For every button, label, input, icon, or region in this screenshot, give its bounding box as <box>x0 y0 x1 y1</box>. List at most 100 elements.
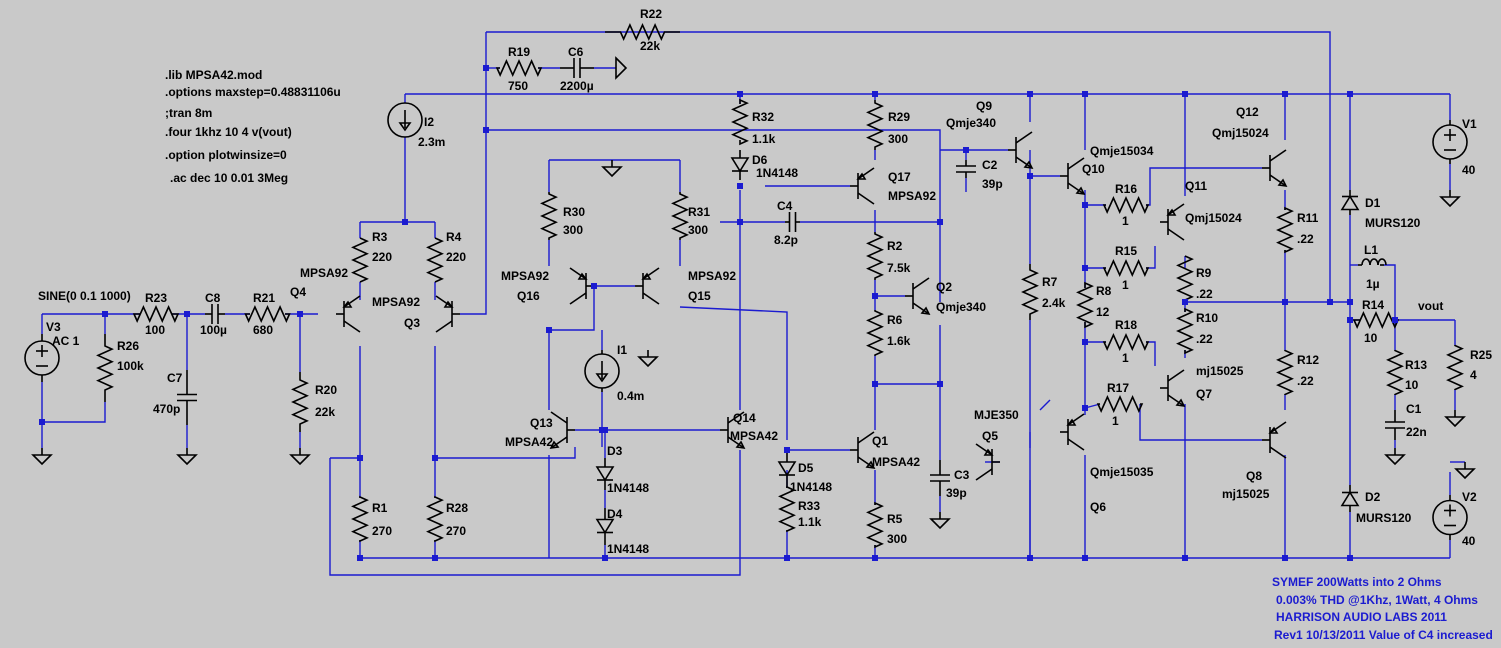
r32-value: 1.1k <box>752 132 776 146</box>
directive-ac: .ac dec 10 0.01 3Meg <box>170 171 288 185</box>
q6-value: Qmje15035 <box>1090 465 1154 479</box>
directive-tran: ;tran 8m <box>165 106 212 120</box>
v1-ref: V1 <box>1462 117 1477 131</box>
r22-symbol <box>605 23 680 41</box>
d3-value: 1N4148 <box>607 481 649 495</box>
r8-ref: R8 <box>1096 284 1112 298</box>
q3-symbol <box>435 295 460 333</box>
q2-symbol <box>905 277 931 316</box>
v2-symbol <box>1432 495 1468 540</box>
q11-ref: Q11 <box>1185 179 1207 193</box>
c4-symbol <box>785 212 800 232</box>
c2-symbol <box>956 160 976 178</box>
r4-ref: R4 <box>446 230 462 244</box>
q4-symbol <box>336 295 361 333</box>
c7-value: 470p <box>153 402 180 416</box>
directive-plotwinsize: .option plotwinsize=0 <box>165 148 287 162</box>
l1-value: 1µ <box>1366 277 1380 291</box>
q13-value: MPSA42 <box>505 435 553 449</box>
q16-symbol <box>569 267 594 305</box>
note-lab: HARRISON AUDIO LABS 2011 <box>1276 610 1447 624</box>
r7-value: 2.4k <box>1042 296 1066 310</box>
c4-value: 8.2p <box>774 233 798 247</box>
q11-value: Qmj15024 <box>1185 211 1242 225</box>
q13-symbol <box>549 411 575 450</box>
d2-value: MURS120 <box>1356 511 1412 525</box>
r17-ref: R17 <box>1107 381 1129 395</box>
r21-symbol <box>244 305 291 323</box>
r4-value: 220 <box>446 250 466 264</box>
q8-ref: Q8 <box>1246 469 1262 483</box>
q6-symbol <box>1060 413 1085 451</box>
r20-value: 22k <box>315 405 335 419</box>
r20-ref: R20 <box>315 383 337 397</box>
r5-symbol <box>866 501 884 549</box>
d1-ref: D1 <box>1365 196 1381 210</box>
q2-value: Qmje340 <box>936 300 986 314</box>
d2-ref: D2 <box>1365 490 1381 504</box>
c3-symbol <box>930 460 950 496</box>
r16-value: 1 <box>1122 214 1129 228</box>
q14-ref: Q14 <box>733 411 756 425</box>
r29-value: 300 <box>888 132 908 146</box>
r6-value: 1.6k <box>887 334 911 348</box>
directive-lib: .lib MPSA42.mod <box>165 68 262 82</box>
r11-ref: R11 <box>1297 211 1319 225</box>
r31-symbol <box>671 192 689 240</box>
r13-value: 10 <box>1405 378 1419 392</box>
r26-symbol <box>96 334 114 402</box>
source-spec: SINE(0 0.1 1000) <box>38 289 131 303</box>
r30-ref: R30 <box>563 205 585 219</box>
q17-symbol <box>850 167 875 205</box>
r16-symbol <box>1102 196 1150 214</box>
q4-ref: Q4 <box>290 285 306 299</box>
r8-symbol <box>1076 281 1094 329</box>
q15-value: MPSA92 <box>688 269 736 283</box>
r10-ref: R10 <box>1196 311 1218 325</box>
c8-value: 100µ <box>200 323 227 337</box>
d3-symbol <box>595 458 615 490</box>
q12-ref: Q12 <box>1236 105 1259 119</box>
r32-ref: R32 <box>752 110 774 124</box>
r2-value: 7.5k <box>887 261 911 275</box>
r14-value: 10 <box>1364 331 1378 345</box>
q8-value: mj15025 <box>1222 487 1270 501</box>
r9-value: .22 <box>1196 287 1213 301</box>
c8-ref: C8 <box>205 291 221 305</box>
c8-symbol <box>205 304 225 324</box>
r23-value: 100 <box>145 323 165 337</box>
r8-value: 12 <box>1096 305 1110 319</box>
r22-value: 22k <box>640 39 660 53</box>
r15-value: 1 <box>1122 278 1129 292</box>
r26-ref: R26 <box>117 339 139 353</box>
c1-value: 22n <box>1406 425 1427 439</box>
r10-value: .22 <box>1196 332 1213 346</box>
ground-symbol <box>31 448 53 466</box>
q14-symbol <box>720 411 746 450</box>
r10-symbol <box>1176 307 1194 355</box>
r25-ref: R25 <box>1470 348 1492 362</box>
q9-ref: Q9 <box>976 99 992 113</box>
c6-value: 2200µ <box>560 79 594 93</box>
r1-ref: R1 <box>372 501 388 515</box>
q12-value: Qmj15024 <box>1212 126 1269 140</box>
i2-value: 2.3m <box>418 135 445 149</box>
q7-ref: Q7 <box>1196 387 1212 401</box>
v2-ref: V2 <box>1462 490 1477 504</box>
c1-ref: C1 <box>1406 402 1422 416</box>
r19-ref: R19 <box>508 45 530 59</box>
i1-ref: I1 <box>617 343 627 357</box>
r30-symbol <box>540 192 558 240</box>
q7-symbol <box>1160 369 1186 408</box>
v2-value: 40 <box>1462 534 1476 548</box>
ground-symbol <box>176 448 198 466</box>
r25-value: 4 <box>1470 368 1477 382</box>
component-labels: R2222kR19750C62200µI22.3mR321.1kD61N4148… <box>46 7 1492 556</box>
notes: SYMEF 200Watts into 2 Ohms 0.003% THD @1… <box>1272 575 1493 642</box>
i1-symbol <box>584 350 620 392</box>
q16-ref: Q16 <box>517 289 540 303</box>
r31-value: 300 <box>688 223 708 237</box>
q9-value: Qmje340 <box>946 116 996 130</box>
